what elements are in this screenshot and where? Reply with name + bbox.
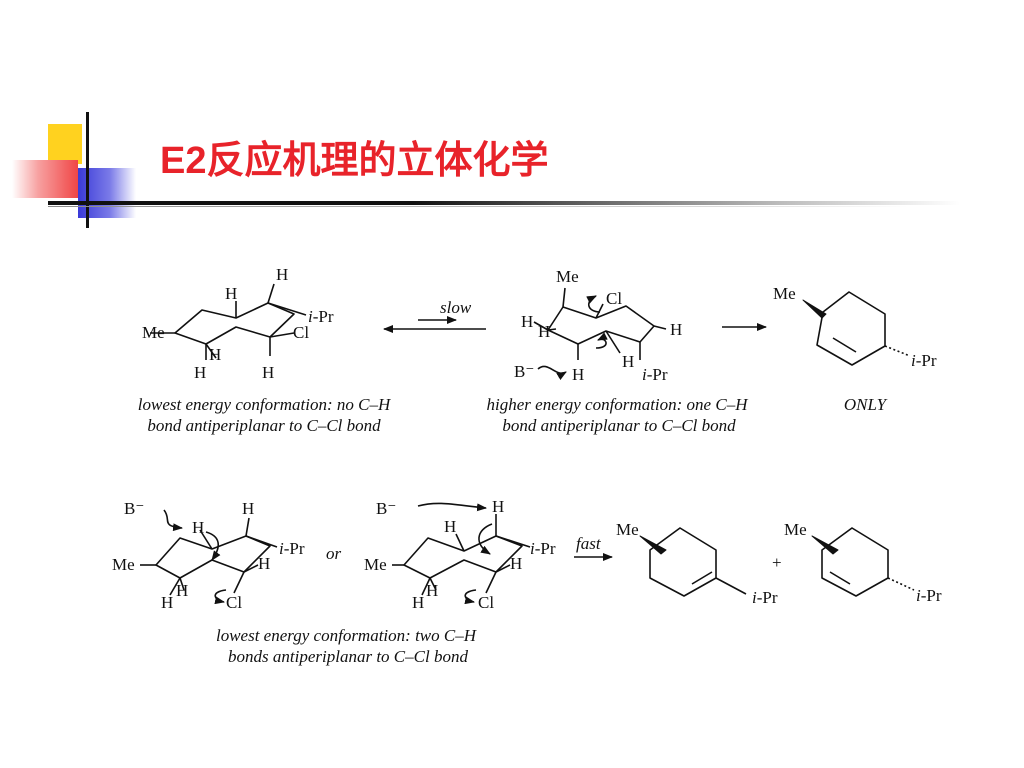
chair4-h-label: H	[492, 497, 504, 516]
title-decoration	[0, 0, 160, 240]
chair4-me-label: Me	[364, 555, 387, 574]
chair1-h-label-2: H	[209, 345, 221, 364]
fast-arrow-label: fast	[576, 534, 602, 553]
product-ring-top	[816, 291, 886, 366]
bottom-caption-line1: lowest energy conformation: two C–H	[216, 626, 478, 645]
plus-sign: +	[772, 553, 782, 572]
product-ring-bottom-right	[821, 527, 889, 597]
chair2-h-label-2: H	[538, 322, 550, 341]
chair2-h-label: H	[521, 312, 533, 331]
title-underline-thin	[48, 206, 908, 207]
chair1-h-label-4: H	[262, 363, 274, 382]
product2-me-label: Me	[616, 520, 639, 539]
deco-vertical-line	[86, 112, 89, 228]
chair-higher-energy-top	[533, 287, 667, 360]
chair4-h-label-2: H	[444, 517, 456, 536]
chair1-h-axial-label: H	[276, 265, 288, 284]
chair3-ipr-label: i-Pr	[279, 539, 305, 558]
product3-ipr-label: i-Pr	[916, 586, 942, 605]
higher-energy-caption-line1: higher energy conformation: one C–H	[487, 395, 750, 414]
chair4-cl-label: Cl	[478, 593, 494, 612]
lowest-energy-caption-line1: lowest energy conformation: no C–H	[138, 395, 392, 414]
chair2-me-label: Me	[556, 267, 579, 286]
only-product-caption: ONLY	[844, 395, 888, 414]
product2-ipr-label: i-Pr	[752, 588, 778, 607]
chair2-ipr-label: i-Pr	[642, 365, 668, 384]
top-base-label: B⁻	[514, 362, 534, 381]
chair4-base-label: B⁻	[376, 499, 396, 518]
higher-energy-caption-line2: bond antiperiplanar to C–Cl bond	[502, 416, 736, 435]
chair4-ipr-label: i-Pr	[530, 539, 556, 558]
bottom-caption-line2: bonds antiperiplanar to C–Cl bond	[228, 647, 468, 666]
chair3-me-label: Me	[112, 555, 135, 574]
chair-lowest-energy-top	[150, 283, 307, 360]
chair-bottom-middle	[392, 502, 531, 605]
chair2-h-label-3: H	[670, 320, 682, 339]
product3-me-label: Me	[784, 520, 807, 539]
slow-arrow-label: slow	[440, 298, 472, 317]
chair3-h-label-4: H	[176, 581, 188, 600]
or-connector: or	[326, 544, 342, 563]
chair3-cl-label: Cl	[226, 593, 242, 612]
deco-red-block	[12, 160, 78, 198]
chair4-h-label-4: H	[426, 581, 438, 600]
title-underline	[48, 201, 960, 205]
lowest-energy-caption-line2: bond antiperiplanar to C–Cl bond	[147, 416, 381, 435]
product-ring-bottom-left	[649, 527, 747, 597]
chair2-h-label-4: H	[572, 365, 584, 384]
chair2-cl-label: Cl	[606, 289, 622, 308]
deco-yellow-square	[48, 124, 82, 164]
chair1-cl-label: Cl	[293, 323, 309, 342]
chair3-h-label-3: H	[258, 554, 270, 573]
product1-ipr-label: i-Pr	[911, 351, 937, 370]
chair1-h-label: H	[225, 284, 237, 303]
chair3-h-label-2: H	[242, 499, 254, 518]
chair1-me-label: Me	[142, 323, 165, 342]
product1-me-label: Me	[773, 284, 796, 303]
chair4-h-label-5: H	[412, 593, 424, 612]
chair4-h-label-3: H	[510, 554, 522, 573]
chair3-h-label: H	[192, 518, 204, 537]
chair3-h-label-5: H	[161, 593, 173, 612]
chair-bottom-left	[140, 509, 278, 605]
slide-title: E2反应机理的立体化学	[160, 140, 549, 182]
chair1-ipr-label: i-Pr	[308, 307, 334, 326]
chair1-h-label-3: H	[194, 363, 206, 382]
chair2-h-label-5: H	[622, 352, 634, 371]
chair3-base-label: B⁻	[124, 499, 144, 518]
